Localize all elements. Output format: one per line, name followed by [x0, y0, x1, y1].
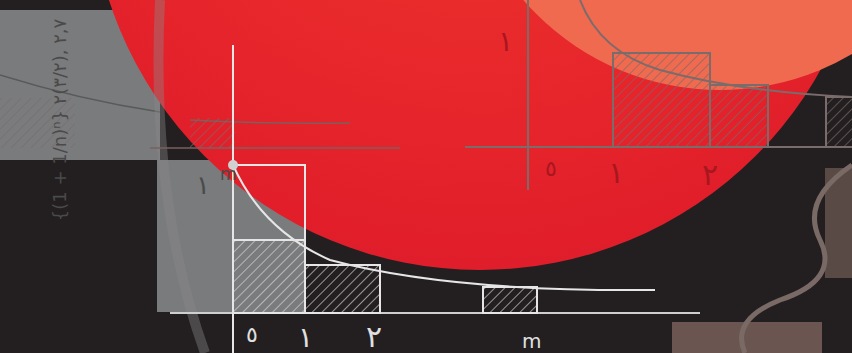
axis-value: ١: [498, 28, 513, 56]
axis-value: ١: [298, 324, 313, 352]
formula-text: {(1 + 1/n)ⁿ} ٢,٧ ,(٣/٢)٢: [51, 19, 69, 221]
axis-value: ١: [196, 172, 210, 198]
axis-symbol: m: [522, 331, 541, 351]
axis-value: ٢: [366, 322, 382, 352]
axis-symbol: m: [220, 166, 237, 183]
axis-value: ١: [608, 158, 624, 188]
axis-value: ٢: [702, 160, 718, 190]
axis-value: ٥: [545, 158, 557, 180]
axis-value: ٥: [246, 324, 258, 346]
